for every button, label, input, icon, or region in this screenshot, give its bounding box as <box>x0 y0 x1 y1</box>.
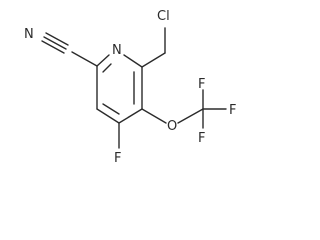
atom-chlorine: Cl <box>157 9 170 24</box>
atom-labels: N N C Cl F O F F F <box>24 9 236 166</box>
atom-cf3-fluorine-right: F <box>229 103 236 118</box>
bond-c4-c5-inner <box>102 103 120 115</box>
atom-ring-fluorine: F <box>114 151 121 166</box>
bond-c3-c4 <box>118 108 143 124</box>
atom-cf3-fluorine-top: F <box>198 77 205 92</box>
bond-n1-c2 <box>123 54 143 68</box>
bond-c4-c5 <box>96 108 120 124</box>
pyridine-ring <box>96 54 143 124</box>
bond-o-cf3 <box>177 108 204 124</box>
substituent-bonds <box>41 27 227 149</box>
bond-c6-cn <box>71 51 98 67</box>
bond-cn-triple-1 <box>43 36 67 50</box>
bond-c6-n1 <box>96 54 110 67</box>
bond-c6-n1-inner <box>102 63 112 73</box>
atom-ring-nitrogen: N <box>112 43 122 58</box>
bond-cn-triple-3 <box>45 32 69 46</box>
bond-cn-triple-2 <box>41 40 65 54</box>
bond-c2-ch2 <box>141 52 166 68</box>
molecule-structure: N N C Cl F O F F F <box>24 9 236 166</box>
atom-ether-oxygen: O <box>167 119 177 134</box>
bond-c3-o <box>141 108 167 124</box>
atom-nitrile-nitrogen: N <box>24 27 34 42</box>
atom-cf3-fluorine-bottom: F <box>198 131 205 146</box>
